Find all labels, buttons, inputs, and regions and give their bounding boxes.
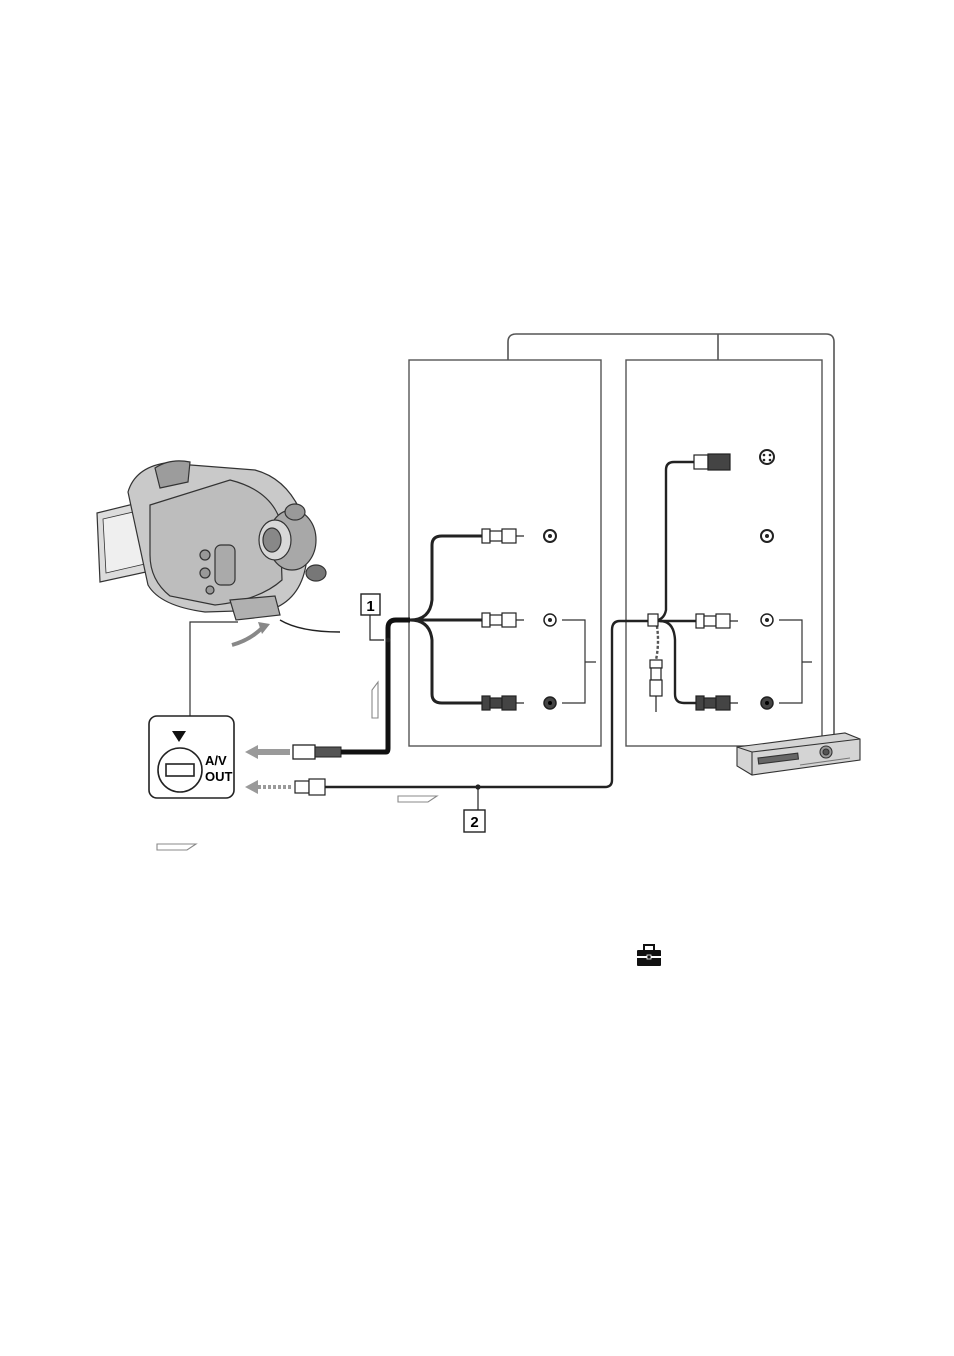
s-video-in-jack [760, 450, 774, 464]
camcorder-cable [280, 620, 340, 632]
av-out-jack-panel: A/V OUT [149, 716, 234, 798]
jack-leader-line [190, 622, 238, 716]
toolbox-icon [637, 945, 661, 966]
callout-2: 2 [464, 789, 485, 832]
signal-flow-arrow-up [372, 682, 378, 718]
cable-2-insert-arrowhead [245, 780, 258, 794]
cable-1-insert-arrow [245, 745, 290, 759]
input-panel-left [409, 360, 601, 746]
av-out-label-line1: A/V [205, 753, 227, 768]
signal-flow-icon [157, 844, 196, 850]
camcorder [97, 461, 326, 620]
signal-flow-arrow-right [398, 796, 437, 802]
av-out-label-line2: OUT [205, 769, 233, 784]
callout-1-number: 1 [366, 598, 374, 615]
open-cover-arrow [232, 628, 262, 645]
s-video-plug [694, 454, 730, 470]
callout-2-number: 2 [470, 814, 478, 831]
